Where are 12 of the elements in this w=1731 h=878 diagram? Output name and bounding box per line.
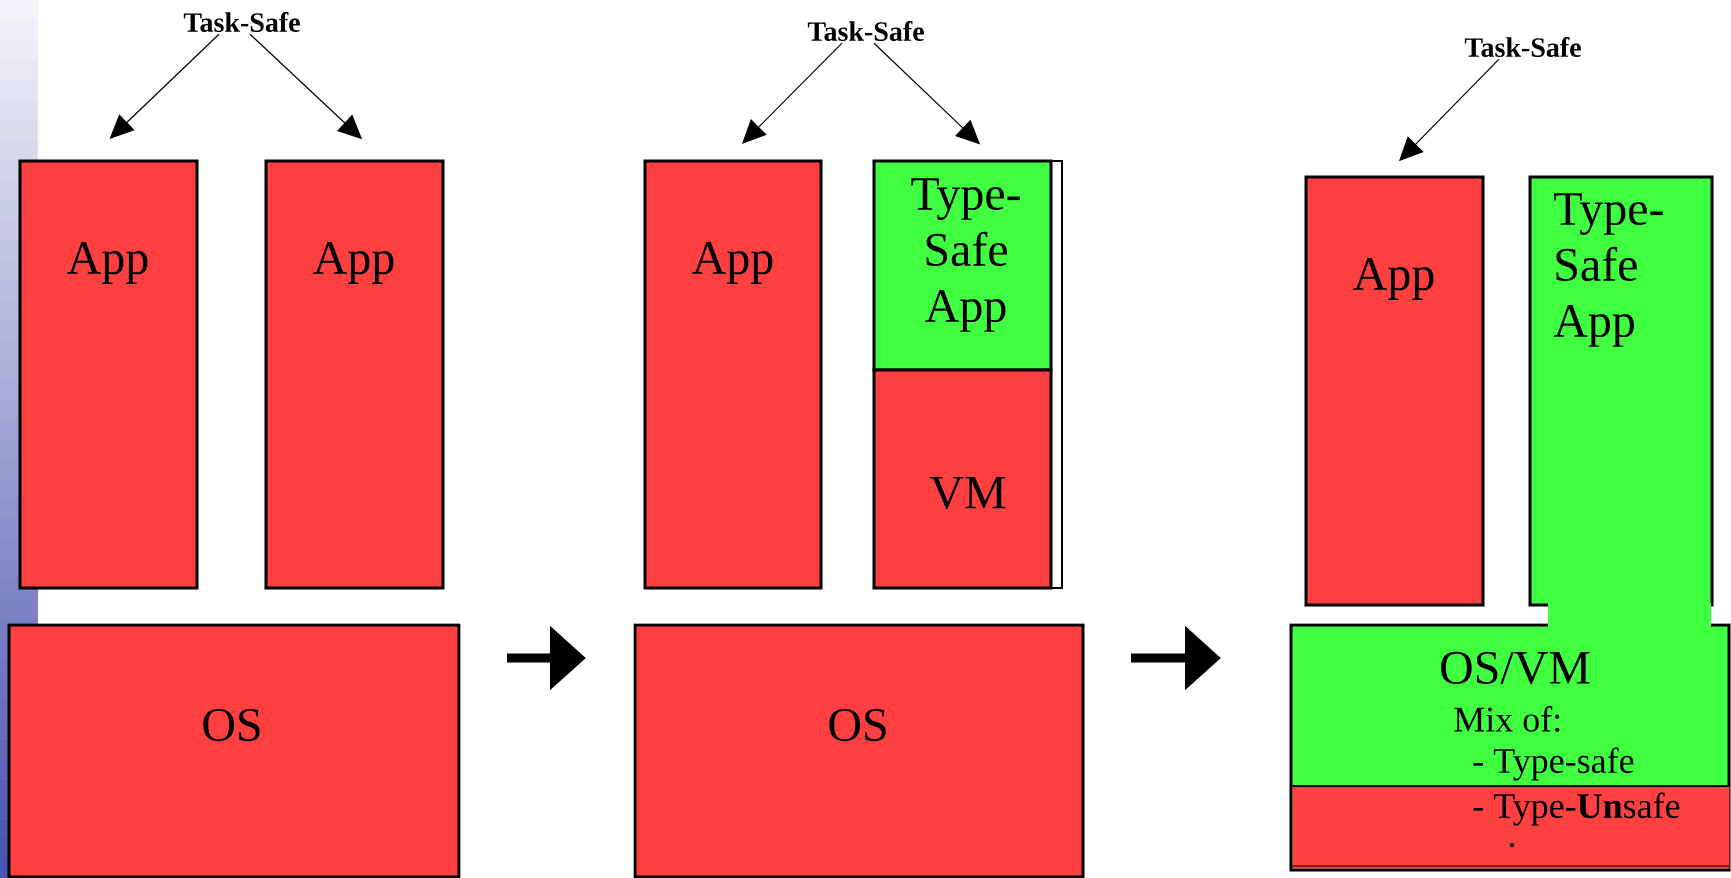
heading-label: Task-Safe	[807, 21, 924, 41]
app-box: App	[264, 159, 445, 590]
vm-box: VM	[872, 368, 1053, 590]
type-safe-app-box: Type- Safe App	[872, 159, 1053, 372]
os-vm-box: OS/VM Mix of: - Type-safe - Type-Unsafe .	[1289, 603, 1731, 872]
app-box: App	[18, 159, 199, 590]
app-box: App	[643, 159, 823, 590]
os-box: OS	[7, 623, 461, 878]
heading-label: Task-Safe	[1464, 37, 1581, 57]
app-box: App	[1304, 175, 1485, 607]
os-box: OS	[633, 623, 1085, 878]
heading-label: Task-Safe	[183, 12, 300, 32]
